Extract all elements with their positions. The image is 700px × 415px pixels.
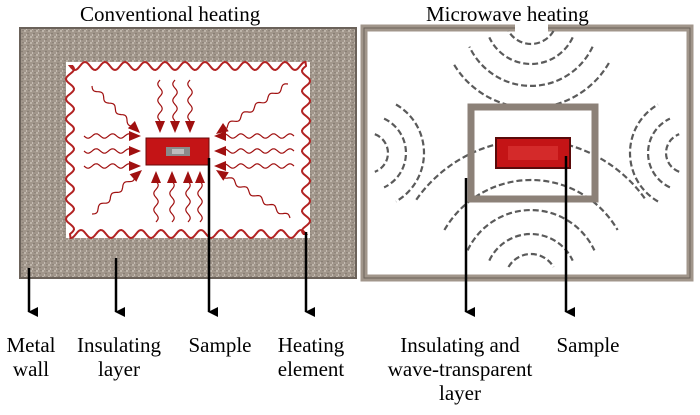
- heat-arrowhead-6: [195, 171, 205, 183]
- heat-arrow-3: [153, 182, 159, 223]
- heat-flow-arrows: [83, 79, 295, 223]
- wave-arc-11: [488, 233, 574, 262]
- heat-arrow-1: [172, 79, 178, 122]
- heat-arrowhead-3: [151, 171, 161, 183]
- label-insulating-layer: Insulating layer: [77, 333, 161, 381]
- wave-arc-13: [443, 178, 619, 231]
- conventional-heating-title: Conventional heating: [80, 2, 261, 26]
- heat-arrow-13: [91, 85, 131, 127]
- heat-arrowhead-7: [129, 131, 141, 141]
- wave-arc-0: [507, 30, 555, 45]
- heat-arrowhead-10: [214, 131, 226, 141]
- heat-arrow-10: [225, 133, 295, 139]
- heat-arrow-15: [91, 178, 135, 215]
- label-heating-element: Heating element: [277, 333, 345, 381]
- heat-arrowhead-16: [216, 170, 229, 181]
- heat-arrow-0: [157, 79, 163, 122]
- label-sample-conventional: Sample: [188, 333, 252, 357]
- insulating-wave-transparent-layer: [467, 103, 599, 203]
- heat-arrow-12: [225, 163, 295, 169]
- label-insulating-wave-transparent: Insulating and wave-transparent layer: [387, 333, 533, 405]
- wave-arc-8: [647, 117, 671, 189]
- heat-arrow-9: [83, 163, 130, 169]
- wave-arc-5: [383, 117, 407, 189]
- heat-arrowhead-9: [129, 161, 141, 171]
- heat-arrow-2: [187, 79, 193, 122]
- heat-arrowhead-14: [216, 123, 229, 134]
- heat-arrow-8: [83, 148, 130, 154]
- label-pointer-arrows: [27, 156, 575, 317]
- heat-arrowhead-2: [185, 121, 195, 133]
- wave-arc-14: [415, 138, 647, 201]
- wave-arc-9: [628, 103, 659, 203]
- wave-arc-6: [395, 103, 426, 203]
- heat-arrowhead-15: [129, 170, 142, 182]
- wave-arc-7: [664, 133, 680, 173]
- wave-arc-1: [488, 36, 574, 65]
- heat-arrowhead-13: [127, 121, 140, 133]
- heat-arrow-7: [83, 133, 130, 139]
- heat-arrow-6: [197, 182, 203, 223]
- label-metal-wall: Metal wall: [6, 333, 56, 381]
- heat-arrow-16: [224, 177, 291, 219]
- heat-arrow-5: [185, 182, 191, 223]
- microwave-waves: [374, 30, 680, 268]
- wave-arc-2: [468, 46, 594, 87]
- heat-arrowhead-4: [167, 171, 177, 183]
- heat-arrowhead-0: [155, 121, 165, 133]
- microwave-heating-title: Microwave heating: [426, 2, 589, 26]
- heat-arrowhead-5: [183, 171, 193, 183]
- heat-arrow-14: [226, 83, 289, 129]
- heat-arrowhead-1: [170, 121, 180, 133]
- heat-arrow-4: [169, 182, 175, 223]
- wave-arc-12: [466, 209, 596, 251]
- label-sample-microwave: Sample: [556, 333, 620, 357]
- heat-arrow-11: [225, 148, 295, 154]
- wave-arc-4: [374, 133, 390, 173]
- heat-arrowhead-11: [214, 146, 226, 156]
- wave-arc-10: [507, 253, 555, 268]
- heat-arrowhead-12: [214, 161, 226, 171]
- heat-arrowhead-8: [129, 146, 141, 156]
